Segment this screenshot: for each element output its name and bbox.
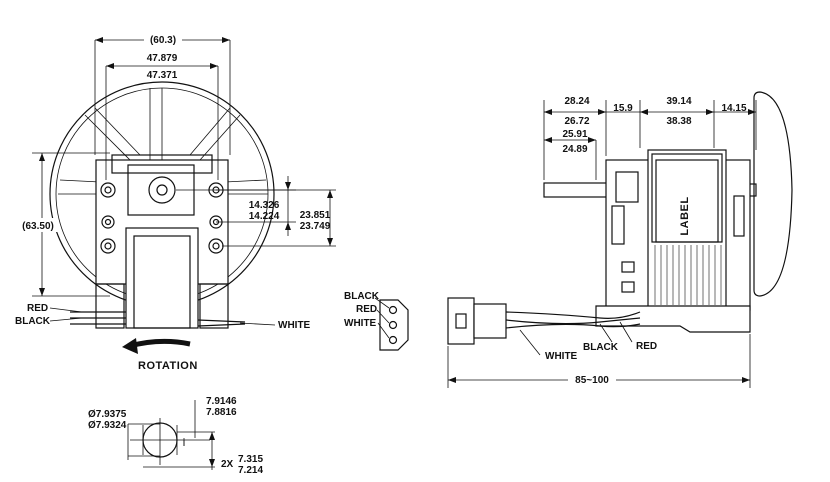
connector-view: BLACK RED WHITE bbox=[344, 291, 409, 351]
rotation-label: ROTATION bbox=[138, 360, 198, 372]
hole-spacing-max: 14.326 bbox=[249, 200, 280, 211]
shaft-flats-max: 7.315 bbox=[238, 454, 263, 465]
gap-dim: 15.9 bbox=[613, 103, 633, 114]
rotation-arrow bbox=[129, 338, 191, 349]
shaft-flat-max: 7.9146 bbox=[206, 396, 237, 407]
shaft-len2-min: 24.89 bbox=[562, 144, 587, 155]
stack-max: 39.14 bbox=[666, 96, 691, 107]
shaft-len-min: 26.72 bbox=[564, 116, 589, 127]
shaft-detail: Ø7.9375 Ø7.9324 7.9146 7.8816 2X 7.315 7… bbox=[88, 396, 263, 476]
side-wire-white: WHITE bbox=[545, 351, 578, 362]
shaft-len2-max: 25.91 bbox=[562, 129, 587, 140]
bracket-width-min: 47.371 bbox=[147, 70, 178, 81]
side-view: LABEL 28.24 26.72 15.9 39.14 38.38 14.15… bbox=[447, 91, 793, 388]
front-wire-red: RED bbox=[27, 303, 48, 314]
motor-shaft bbox=[543, 182, 617, 198]
side-connector bbox=[447, 297, 475, 345]
shaft-height-min: 23.749 bbox=[300, 221, 331, 232]
side-wire-red: RED bbox=[636, 341, 657, 352]
shaft-diameter-max: Ø7.9375 bbox=[88, 409, 127, 420]
side-wire-black: BLACK bbox=[583, 342, 619, 353]
label-text: LABEL bbox=[679, 196, 691, 235]
connector-pin-white: WHITE bbox=[344, 318, 377, 329]
shaft-flat-min: 7.8816 bbox=[206, 407, 237, 418]
lamination-stack bbox=[647, 149, 727, 311]
connector-pin-black: BLACK bbox=[344, 291, 380, 302]
lead-length-dim: 85~100 bbox=[575, 375, 609, 386]
rear-dim: 14.15 bbox=[721, 103, 746, 114]
shaft-flats-prefix: 2X bbox=[221, 459, 234, 470]
overall-width-dim: (60.3) bbox=[150, 35, 176, 46]
hole-spacing-min: 14.224 bbox=[249, 211, 280, 222]
shaft-flats-min: 7.214 bbox=[238, 465, 263, 476]
front-view: (60.3) 47.879 47.371 (63.50) 14.326 14.2… bbox=[15, 32, 336, 372]
front-wire-black: BLACK bbox=[15, 316, 51, 327]
shaft-height-max: 23.851 bbox=[300, 210, 331, 221]
connector-body bbox=[379, 299, 409, 351]
stack-min: 38.38 bbox=[666, 116, 691, 127]
shaft-len-max: 28.24 bbox=[564, 96, 589, 107]
connector-pin-red: RED bbox=[356, 304, 377, 315]
shaft-diameter-min: Ø7.9324 bbox=[88, 420, 127, 431]
lamination-hatch bbox=[654, 245, 722, 305]
front-wire-white: WHITE bbox=[278, 320, 311, 331]
fan-hub bbox=[753, 91, 793, 297]
overall-height-dim: (63.50) bbox=[22, 221, 54, 232]
bracket-width-max: 47.879 bbox=[147, 53, 178, 64]
